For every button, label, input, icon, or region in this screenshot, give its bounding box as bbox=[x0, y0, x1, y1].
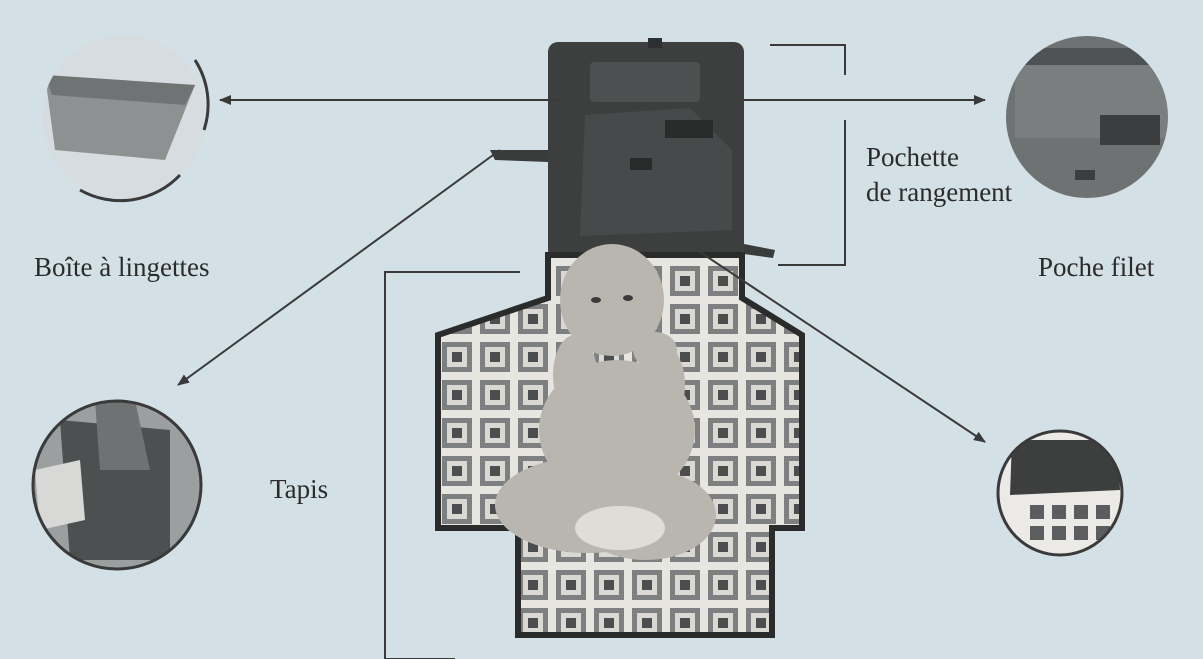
clasp-detail-icon bbox=[995, 430, 1125, 560]
net-pocket-detail-icon bbox=[1000, 30, 1175, 205]
label-net-pocket: Poche filet bbox=[1038, 250, 1154, 284]
pouch-bracket-top bbox=[770, 45, 845, 75]
pouch-bracket-side bbox=[778, 120, 845, 265]
wipes-box-detail-icon bbox=[40, 30, 210, 205]
label-wipes-box: Boîte à lingettes bbox=[34, 250, 209, 284]
label-mat: Tapis bbox=[270, 472, 328, 506]
label-storage-pouch-line1: Pochette bbox=[866, 140, 959, 174]
label-storage-pouch-line2: de rangement bbox=[866, 175, 1012, 209]
changing-kit-photo bbox=[438, 38, 802, 635]
mat-detail-icon bbox=[30, 400, 210, 575]
